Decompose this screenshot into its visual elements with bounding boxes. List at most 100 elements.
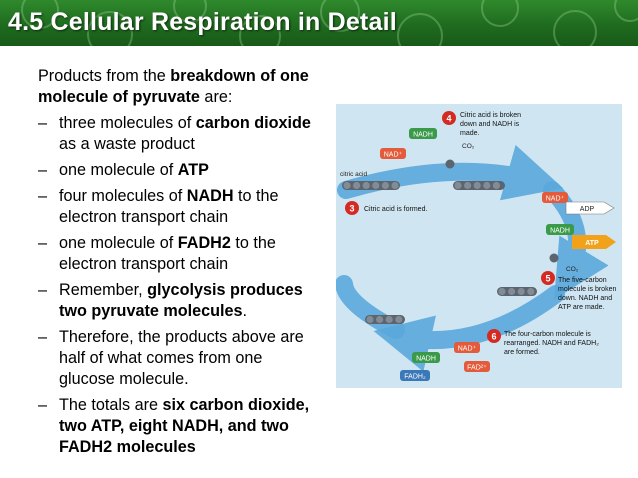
step-5-number: 5 [545,274,550,284]
adp-label: ADP [580,206,595,213]
bullet-item: –Therefore, the products above are half … [38,327,318,390]
step-6-line: are formed. [504,349,540,356]
step-5-line: ATP are made. [558,304,604,311]
carbon-chain [453,181,505,190]
step-4-line: Citric acid is broken [460,112,521,119]
step-3-number: 3 [349,204,354,214]
title-bar: 4.5 Cellular Respiration in Detail [0,0,638,46]
four-carbon-chain-left [365,315,405,324]
bullet-text: three molecules of [59,114,196,132]
bullet-bold: NADH [186,187,234,205]
cell-texture-pattern [21,0,638,46]
bullet-item: –four molecules of NADH to the electron … [38,186,318,228]
citric-acid-chain [342,181,400,190]
bullet-list: –three molecules of carbon dioxide as a … [38,113,318,458]
step-3-marker [345,201,359,215]
carbon-atom [549,253,559,263]
carbon-atom [381,181,389,190]
carbon-chain [365,315,405,324]
bullet-item: –Remember, glycolysis produces two pyruv… [38,280,318,322]
five-carbon-chain [453,181,505,190]
bullet-text: The totals are [59,396,163,414]
carbon-atom [366,315,374,324]
bullet-dash: – [38,114,48,132]
carbon-atom [385,315,393,324]
step-5-line: molecule is broken [558,286,616,293]
step-4-number: 4 [446,114,451,124]
nad-badge: NAD⁺ [454,342,480,353]
slide-body: Products from the breakdown of one molec… [38,66,318,463]
step-6-marker [487,329,501,343]
nadh-badge: NADH [546,224,574,235]
bullet-dash: – [38,234,48,252]
step-5-line: down. NADH and [558,295,612,302]
step-5-marker [541,271,555,285]
nadh-label: NADH [416,356,436,363]
intro-part: Products from the [38,67,171,85]
carbon-atom [362,181,370,190]
step-6-line: rearranged. NADH and FADH₂ [504,340,599,347]
bullet-dash: – [38,281,48,299]
carbon-atom [527,287,535,296]
bullet-item: –three molecules of carbon dioxide as a … [38,113,318,155]
fadh2-label: FADH₂ [404,374,426,381]
carbon-atom [473,181,481,190]
fad-label: FAD²⁺ [467,365,487,372]
bullet-dash: – [38,396,48,414]
bullet-item: –one molecule of ATP [38,160,318,181]
carbon-atom [372,181,380,190]
carbon-atom [508,287,516,296]
nadh-label: NADH [413,132,433,139]
step-4-marker [442,111,456,125]
cycle-arrow-left [336,275,405,339]
step-4-line: made. [460,130,480,137]
bullet-text: Therefore, the products above are half o… [59,328,304,388]
nadh-badge: NADH [412,352,440,363]
bullet-bold: FADH2 [177,234,231,252]
fad-badge: FAD²⁺ [464,361,490,372]
nadh-badge: NADH [409,128,437,139]
slide-title: 4.5 Cellular Respiration in Detail [8,8,397,36]
atp-label: ATP [585,240,599,247]
bullet-bold: ATP [177,161,209,179]
adp-badge: ADP [565,201,615,215]
bullet-dash: – [38,187,48,205]
step-4-text: Citric acid is broken down and NADH is m… [460,112,523,137]
carbon-atom [445,159,455,169]
step-6-number: 6 [491,332,496,342]
carbon-atom [454,181,462,190]
bullet-text: . [242,302,248,320]
carbon-chain [342,181,400,190]
intro-bold: breakdown of one molecule of pyruvate [38,67,309,106]
bullet-text: as a waste product [59,135,195,153]
bullet-text: one molecule of [59,161,178,179]
four-carbon-chain-right [497,287,537,296]
bullet-bold: six carbon dioxide, two ATP, eight NADH,… [59,396,310,456]
intro-part: are: [199,88,233,106]
bullet-text: Remember, [59,281,148,299]
carbon-chain [497,287,537,296]
bullet-dash: – [38,328,48,346]
cycle-arrow-bottom [373,285,565,372]
co2-label: CO₂ [462,143,475,150]
carbon-atom [498,287,506,296]
carbon-atom [517,287,525,296]
bullet-item: –one molecule of FADH2 to the electron t… [38,233,318,275]
intro-text: Products from the breakdown of one molec… [38,66,318,108]
bullet-bold: glycolysis produces two pyruvate molecul… [59,281,303,320]
nadh-label: NADH [550,228,570,235]
nad-label: NAD⁺ [458,346,477,353]
carbon-atom [395,315,403,324]
bullet-text: to the electron transport chain [59,234,276,273]
carbon-atom [483,181,491,190]
nad-badge: NAD⁺ [380,148,406,159]
step-5-text: The five-carbon molecule is broken down.… [558,277,618,311]
step-4-line: down and NADH is [460,121,520,128]
nad-badge: NAD⁺ [542,192,568,203]
carbon-atom [376,315,384,324]
fadh2-badge: FADH₂ [400,370,430,381]
bullet-bold: carbon dioxide [195,114,311,132]
bullet-text: four molecules of [59,187,187,205]
nad-label: NAD⁺ [546,196,565,203]
citric-acid-label: citric acid [340,171,367,178]
